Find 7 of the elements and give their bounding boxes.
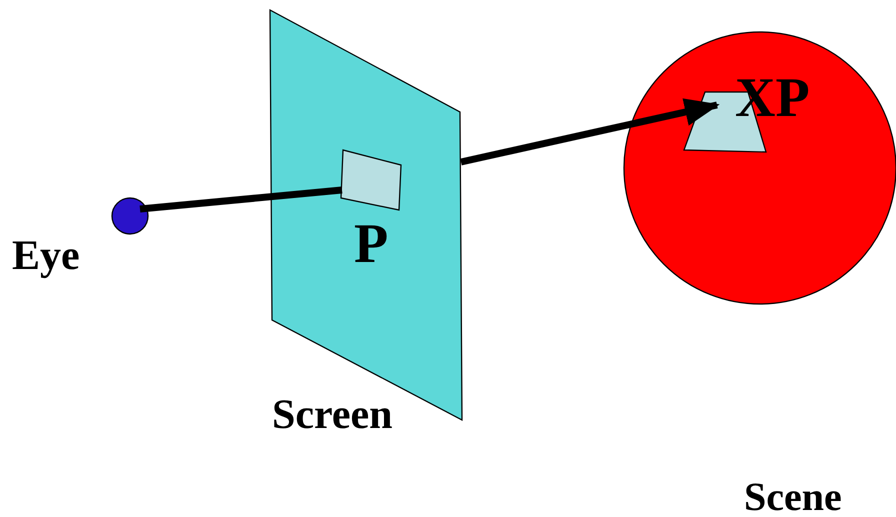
node-label: Screen	[272, 394, 393, 436]
node-label: P	[354, 216, 388, 272]
ray-line	[140, 186, 342, 212]
node-label: Eye	[12, 235, 80, 277]
node-label: XP	[735, 70, 810, 126]
ray-arrow	[460, 98, 720, 166]
node-label: Scene	[744, 477, 842, 517]
